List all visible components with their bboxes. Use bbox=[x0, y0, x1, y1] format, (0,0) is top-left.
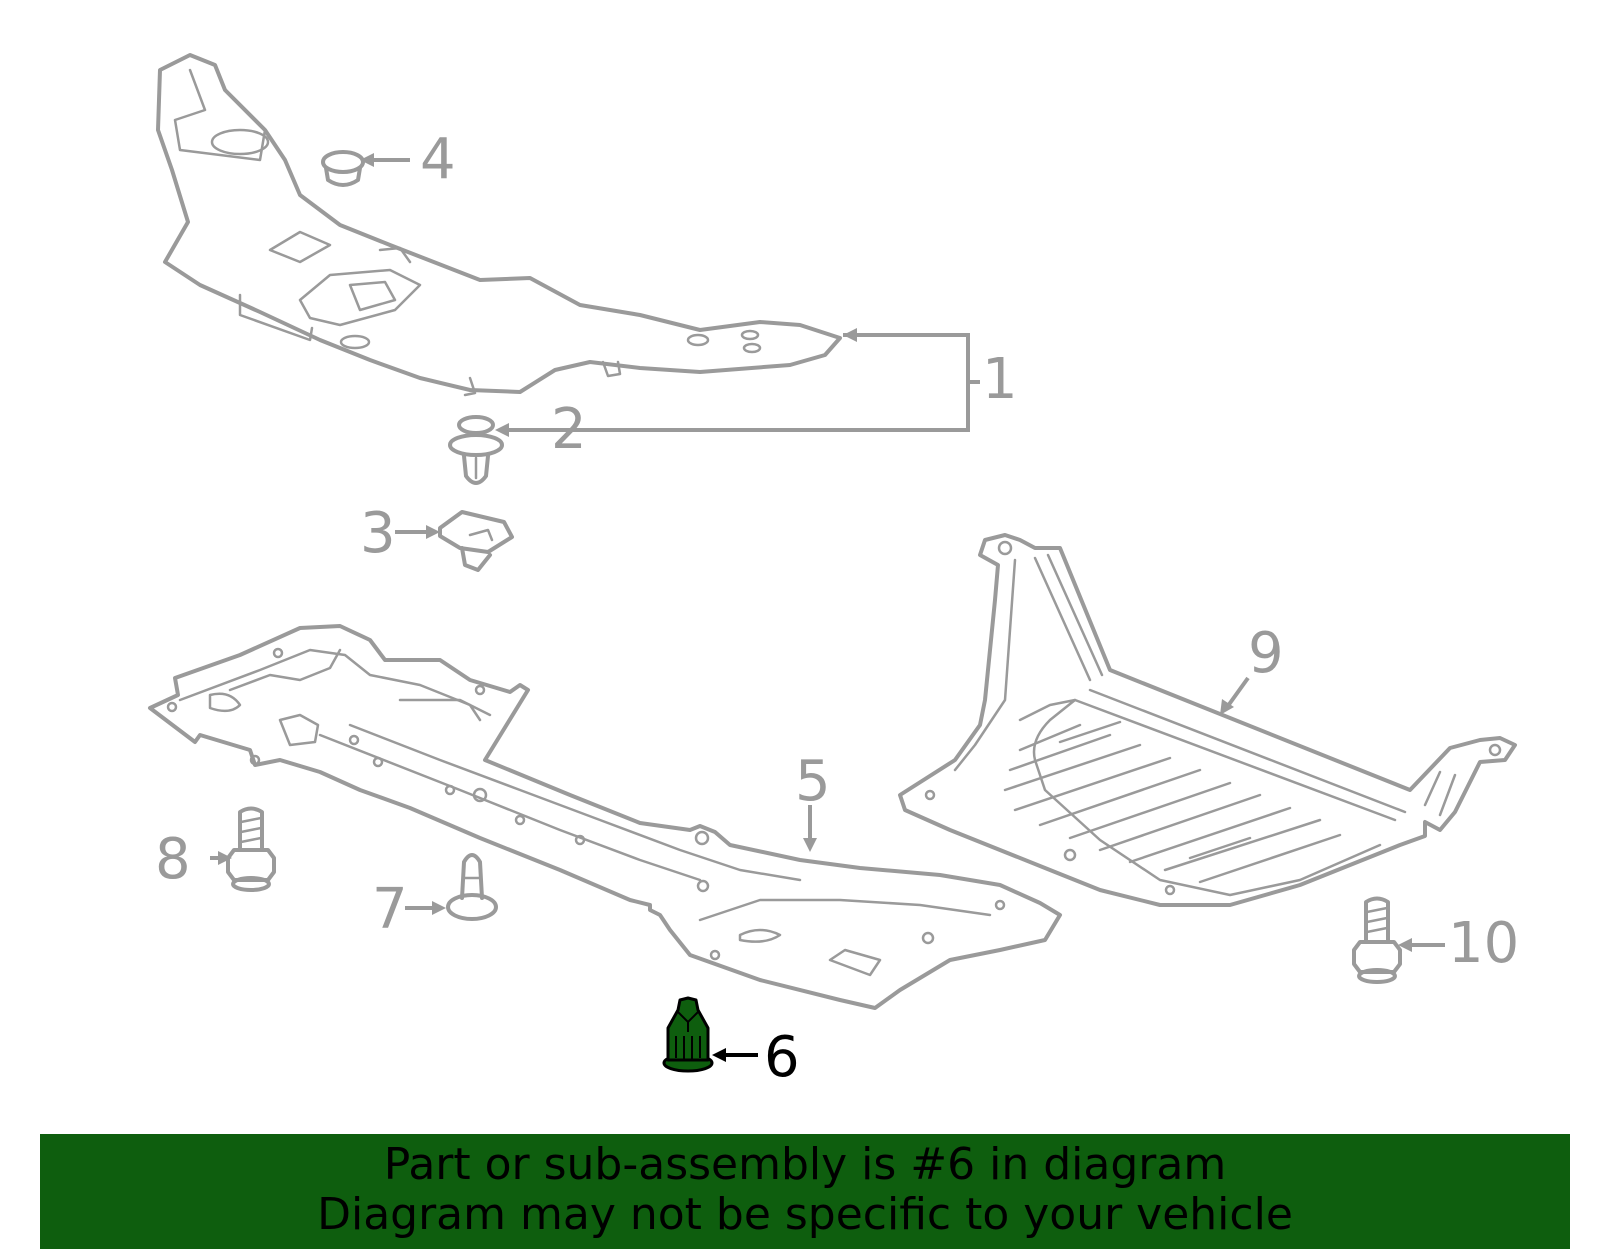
callout-1: 1 bbox=[982, 347, 1018, 412]
part-4-plug[interactable] bbox=[321, 150, 365, 187]
callout-6: 6 bbox=[764, 1025, 800, 1090]
callout-8: 8 bbox=[155, 827, 191, 892]
callout-labels: 1 2 3 4 5 6 7 8 9 10 bbox=[155, 127, 1519, 1090]
part-2-push-clip[interactable] bbox=[448, 415, 504, 485]
part-10-bolt[interactable] bbox=[1352, 896, 1402, 984]
banner-line-2: Diagram may not be specific to your vehi… bbox=[317, 1189, 1293, 1240]
callout-5: 5 bbox=[795, 749, 831, 814]
callout-9: 9 bbox=[1248, 621, 1284, 686]
callout-4: 4 bbox=[420, 127, 456, 192]
part-7-push-pin[interactable] bbox=[446, 853, 498, 921]
banner-line-1: Part or sub-assembly is #6 in diagram bbox=[383, 1139, 1227, 1190]
part-5-under-cover[interactable] bbox=[148, 624, 1062, 1010]
callout-10: 10 bbox=[1448, 911, 1519, 976]
callout-2: 2 bbox=[551, 397, 587, 462]
callout-7: 7 bbox=[372, 877, 408, 942]
callout-3: 3 bbox=[360, 501, 396, 566]
leader-lines bbox=[210, 153, 1445, 1062]
part-6-clip-highlighted[interactable] bbox=[662, 996, 714, 1073]
part-1-splash-shield[interactable] bbox=[156, 53, 842, 397]
info-banner: Part or sub-assembly is #6 in diagram Di… bbox=[40, 1134, 1570, 1249]
part-8-bolt[interactable] bbox=[226, 806, 276, 892]
part-3-clip-nut[interactable] bbox=[438, 510, 514, 572]
part-9-under-cover[interactable] bbox=[898, 533, 1517, 907]
